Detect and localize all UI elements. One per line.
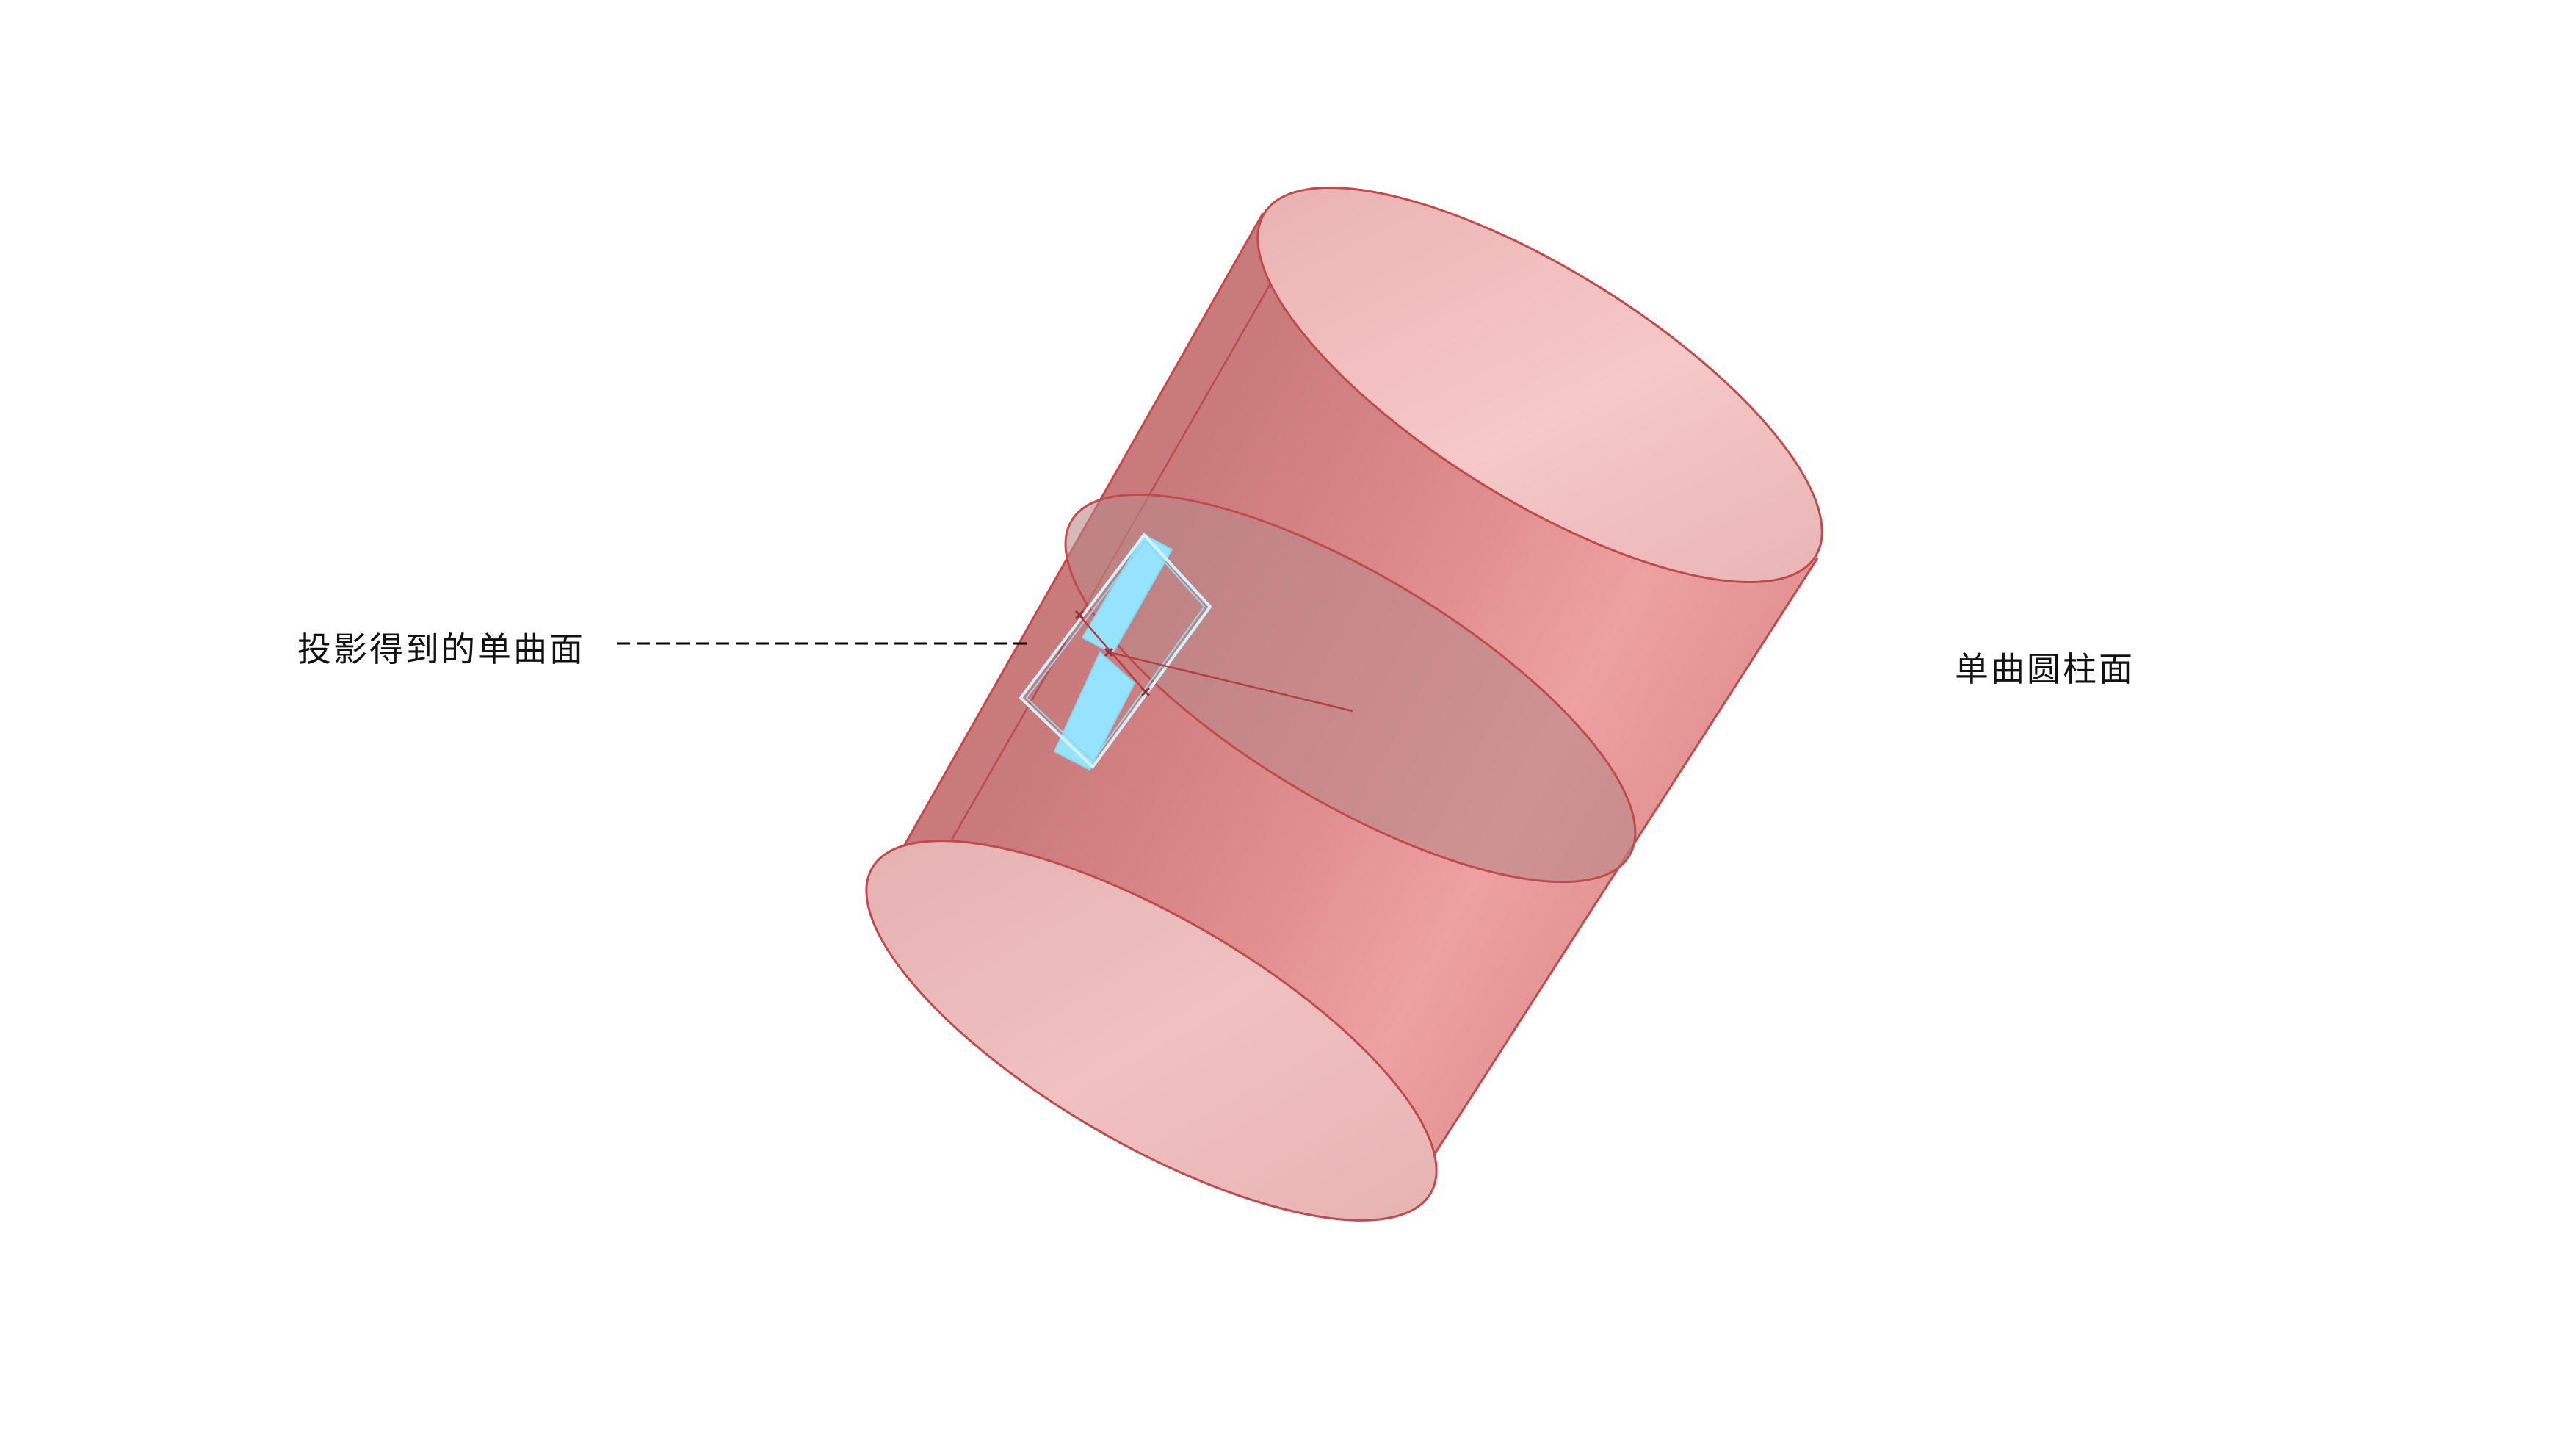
section-chord-line xyxy=(1079,615,1146,693)
label-projected-surface: 投影得到的单曲面 xyxy=(297,630,585,669)
intersection-markers xyxy=(1074,610,1151,697)
projected-patch-outline-inner xyxy=(1025,539,1206,762)
cylinder-cross-section xyxy=(1064,493,1637,884)
cylinder-top-cap xyxy=(1256,186,1823,584)
label-cylinder-surface: 单曲圆柱面 xyxy=(1955,649,2135,689)
cylinder-bottom-cap xyxy=(865,840,1438,1222)
section-radius-line xyxy=(1108,651,1353,713)
projected-patch-lower xyxy=(1053,651,1136,771)
projected-patch-outline xyxy=(1019,532,1212,770)
